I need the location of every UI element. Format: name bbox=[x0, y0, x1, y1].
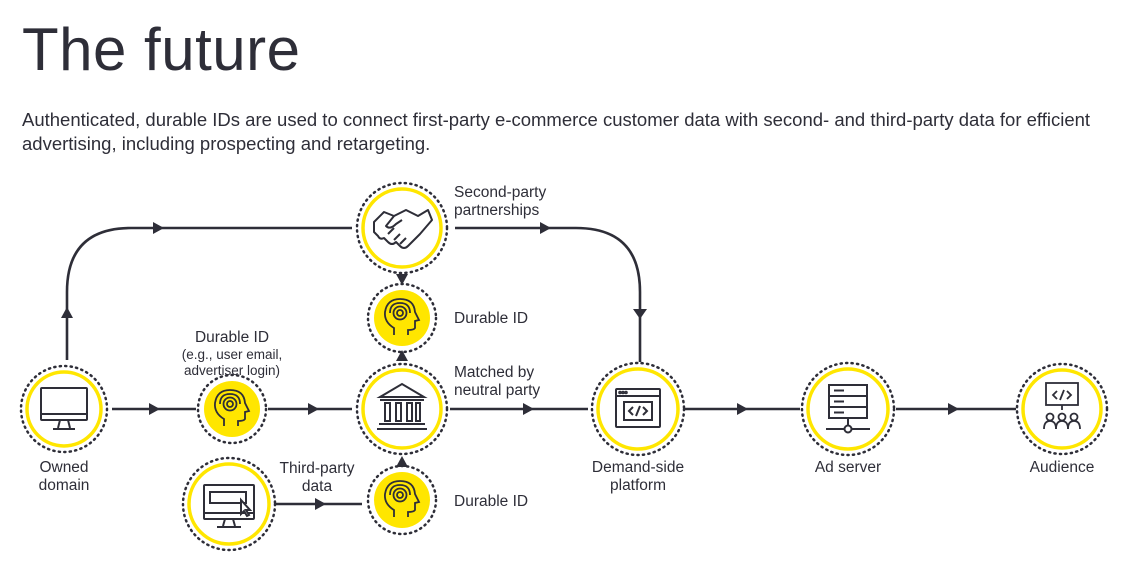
durable-id-bottom-label: Durable ID bbox=[454, 493, 529, 510]
ad-server-label: Ad server bbox=[814, 459, 882, 476]
code-window-icon bbox=[615, 388, 661, 428]
arrow-up-bank bbox=[396, 350, 408, 361]
durable-id-top-label: Durable ID bbox=[454, 310, 529, 327]
node-durable-id-main bbox=[196, 373, 268, 445]
second-party-label: Second-party partnerships bbox=[454, 184, 547, 219]
node-third-party bbox=[181, 456, 277, 552]
connector-handshake-to-dsp bbox=[455, 226, 642, 362]
arrow-down-handshake bbox=[396, 274, 408, 285]
connector-owned-to-handshake bbox=[65, 226, 352, 360]
durable-id-main-label: Durable ID (e.g., user email, advertiser… bbox=[181, 329, 283, 378]
node-neutral-party bbox=[355, 362, 449, 456]
head-fingerprint-icon bbox=[384, 480, 421, 517]
node-audience bbox=[1015, 362, 1109, 456]
server-rack-icon bbox=[826, 384, 870, 434]
arrowheads bbox=[61, 222, 959, 510]
bank-building-icon bbox=[376, 382, 428, 430]
arrow-up-bank-bottom bbox=[396, 456, 408, 467]
arrow-down-dsp bbox=[633, 309, 647, 319]
monitor-icon bbox=[40, 387, 88, 430]
third-party-label: Third-party data bbox=[279, 460, 355, 495]
node-dsp bbox=[590, 361, 686, 457]
browser-window-cursor-icon bbox=[203, 484, 255, 528]
audience-screen-icon bbox=[1043, 382, 1081, 430]
audience-label: Audience bbox=[1029, 459, 1095, 476]
neutral-party-label: Matched by neutral party bbox=[454, 364, 541, 399]
arrow-up-owned bbox=[61, 307, 73, 318]
head-fingerprint-icon bbox=[214, 389, 251, 426]
owned-domain-label: Owned domain bbox=[38, 459, 90, 494]
node-ad-server bbox=[800, 361, 896, 457]
node-durable-id-bottom bbox=[366, 464, 438, 536]
node-durable-id-top bbox=[366, 282, 438, 354]
node-second-party bbox=[355, 181, 449, 275]
head-fingerprint-icon bbox=[384, 298, 421, 335]
page-title: The future bbox=[22, 16, 301, 83]
handshake-icon bbox=[373, 209, 433, 249]
page-subtitle: Authenticated, durable IDs are used to c… bbox=[22, 109, 1091, 154]
dsp-label: Demand-side platform bbox=[591, 459, 685, 494]
node-owned-domain bbox=[19, 364, 109, 454]
